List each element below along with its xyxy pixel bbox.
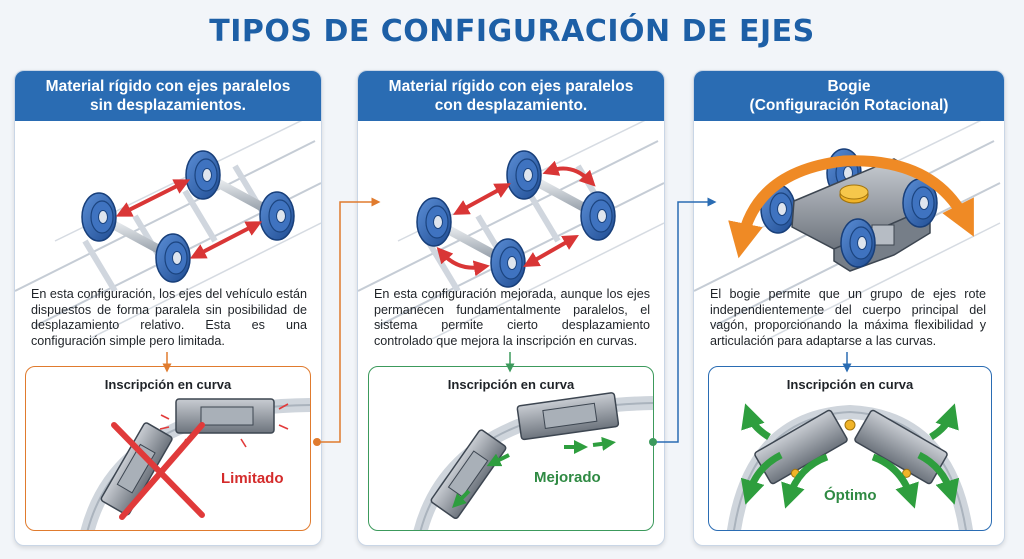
panel-description: En esta configuración mejorada, aunque l… (374, 287, 650, 348)
double-arrow-icon (452, 183, 512, 215)
curve-illustration (413, 392, 653, 530)
result-label: Limitado (221, 470, 284, 487)
double-arrow-icon (189, 221, 263, 259)
wagon-body (516, 392, 620, 441)
double-arrow-icon (436, 247, 490, 277)
double-arrow-icon (115, 179, 191, 217)
panel-bogie: Bogie (Configuración Rotacional) El bogi… (693, 70, 1005, 546)
double-arrow-icon (523, 235, 579, 267)
inset-title: Inscripción en curva (104, 377, 232, 392)
wagon-body (430, 429, 507, 520)
panel-description: El bogie permite que un grupo de ejes ro… (710, 287, 986, 348)
green-arrow-icon (740, 451, 783, 505)
panel-rigid-fixed: Material rígido con ejes paralelos sin d… (14, 70, 322, 546)
green-arrow-icon (917, 451, 960, 505)
panel-header-line1: Bogie (827, 78, 871, 95)
page-title: TIPOS DE CONFIGURACIÓN DE EJES (209, 14, 815, 49)
wagon-body (175, 398, 275, 434)
green-arrow-icon (871, 453, 919, 509)
curve-inset: Inscripción en curva Limitado (25, 366, 311, 531)
result-label: Mejorado (534, 469, 601, 486)
panel-description: En esta configuración, los ejes del vehí… (31, 287, 307, 348)
wheelset-icon (506, 150, 616, 241)
panel-header-line2: sin desplazamientos. (90, 97, 246, 114)
panel-rigid-displacement: Material rígido con ejes paralelos con d… (357, 70, 665, 546)
result-label: Óptimo (824, 487, 877, 504)
green-arrow-icon (592, 436, 616, 451)
panel-header-line1: Material rígido con ejes paralelos (388, 78, 634, 95)
panel-header-line1: Material rígido con ejes paralelos (45, 78, 291, 95)
cross-mark-icon (111, 422, 205, 520)
rotation-arrow-icon (728, 155, 974, 259)
bogie-illustration (694, 121, 1001, 339)
wheelset-icon (416, 197, 526, 288)
wheelset-icon (185, 150, 295, 241)
wheelset-illustration (358, 121, 664, 339)
inset-title: Inscripción en curva (447, 377, 575, 392)
panel-header: Material rígido con ejes paralelos con d… (358, 71, 664, 121)
green-arrow-icon (741, 403, 771, 440)
double-arrow-icon (542, 160, 596, 187)
panel-header: Material rígido con ejes paralelos sin d… (15, 71, 321, 121)
panel-header: Bogie (Configuración Rotacional) (694, 71, 1004, 121)
panel-header-line2: (Configuración Rotacional) (749, 97, 949, 114)
green-arrow-icon (452, 489, 471, 508)
panel-header-line2: con desplazamiento. (434, 97, 588, 114)
wheelset-illustration (15, 121, 321, 339)
green-arrow-icon (929, 403, 959, 440)
wheelset-icon (81, 192, 191, 283)
curve-illustration (727, 403, 973, 530)
inset-title: Inscripción en curva (786, 377, 914, 392)
curve-inset: Inscripción en curva Mejorado (368, 366, 654, 531)
curve-inset: Inscripción en curva Óptimo (708, 366, 992, 531)
green-arrow-icon (486, 453, 510, 467)
green-arrow-icon (781, 453, 829, 509)
curve-illustration (80, 398, 310, 530)
